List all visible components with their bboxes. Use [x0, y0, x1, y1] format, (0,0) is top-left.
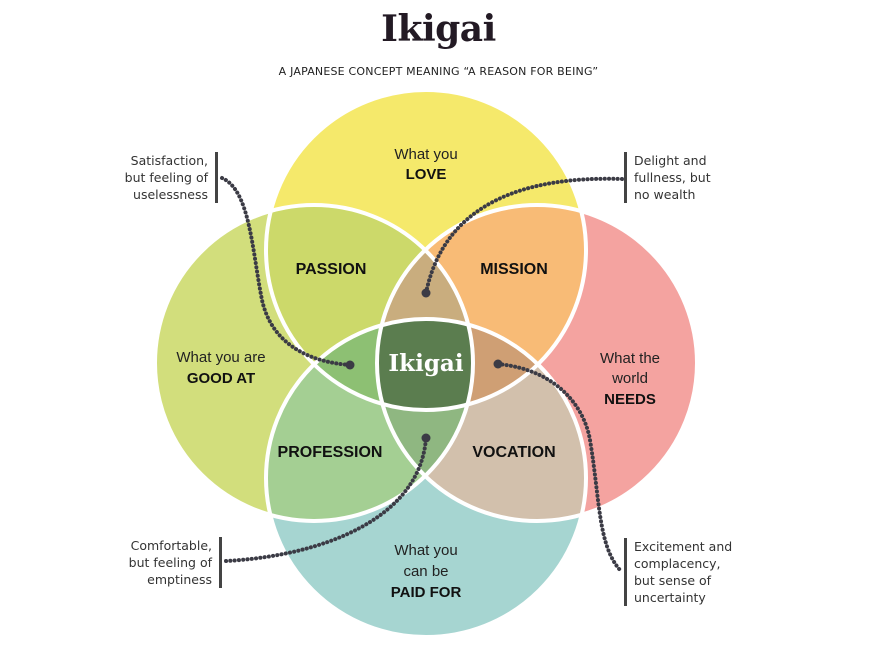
love-label-line1: What you	[394, 146, 457, 163]
note-line: but sense of	[634, 573, 712, 588]
note-line: but feeling of	[124, 170, 208, 185]
page-subtitle: A JAPANESE CONCEPT MEANING “A REASON FOR…	[278, 65, 599, 78]
page-title: Ikigai	[381, 8, 496, 50]
note-line: Comfortable,	[130, 538, 212, 553]
love-label-line2: LOVE	[406, 166, 447, 183]
note-line: complacency,	[634, 556, 721, 571]
note-line: fullness, but	[634, 170, 711, 185]
mission-label: MISSION	[480, 261, 548, 278]
note-line: Satisfaction,	[130, 153, 208, 168]
connector-top-left	[220, 176, 352, 367]
note-line: Delight and	[634, 153, 707, 168]
connector-bottom-left	[224, 436, 428, 563]
circle-outlines	[153, 88, 699, 639]
paid-for-label-line2: can be	[403, 563, 448, 580]
note-line: uncertainty	[634, 590, 706, 605]
note-line: emptiness	[147, 572, 212, 587]
world-needs-label-line2: world	[611, 370, 648, 387]
world-needs-label-line3: NEEDS	[604, 391, 656, 408]
passion-label: PASSION	[296, 261, 367, 278]
note-line: Excitement and	[634, 539, 733, 554]
endpoint-dot	[421, 288, 431, 298]
note-line: but feeling of	[128, 555, 212, 570]
connector-endpoints	[345, 288, 503, 443]
vocation-label: VOCATION	[472, 444, 555, 461]
note-line: no wealth	[634, 187, 696, 202]
note-top-left: Satisfaction, but feeling of uselessness	[125, 152, 218, 203]
paid-for-label-line1: What you	[394, 542, 457, 559]
ikigai-center-label: Ikigai	[388, 350, 463, 377]
paid-for-label-line3: PAID FOR	[391, 584, 462, 601]
endpoint-dot	[421, 433, 431, 443]
endpoint-dot	[493, 359, 503, 369]
connector-top-right	[424, 176, 624, 295]
good-at-label-line2: GOOD AT	[187, 370, 255, 387]
endpoint-dot	[345, 360, 355, 370]
connector-bottom-right	[496, 362, 622, 572]
note-top-right: Delight and fullness, but no wealth	[624, 152, 711, 203]
good-at-label-line1: What you are	[176, 349, 265, 366]
connectors	[220, 176, 624, 572]
world-needs-label-line1: What the	[600, 350, 660, 367]
note-line: uselessness	[133, 187, 208, 202]
note-bottom-right: Excitement and complacency, but sense of…	[624, 538, 732, 606]
note-bottom-left: Comfortable, but feeling of emptiness	[129, 537, 222, 588]
profession-label: PROFESSION	[278, 444, 383, 461]
